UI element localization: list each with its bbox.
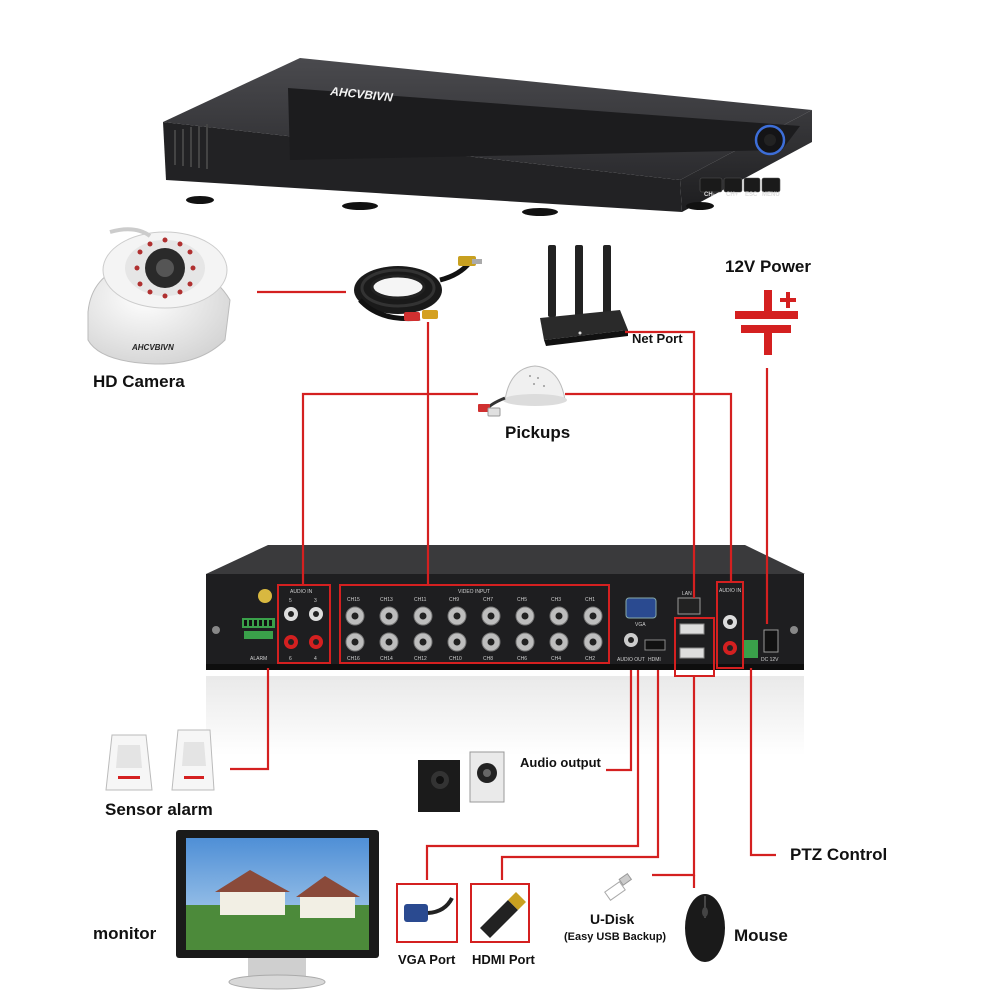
rear-ch13-label: CH13 — [380, 597, 393, 603]
pir-sensor-image — [105, 729, 215, 791]
power-symbol-icon — [735, 290, 798, 355]
mouse-icon — [685, 894, 725, 962]
rear-ch4-label: CH4 — [551, 656, 561, 662]
rear-dc-jack — [763, 629, 779, 653]
front-button-esc: ESC — [745, 192, 758, 198]
front-button-ch-minus: CH- — [704, 192, 715, 198]
bnc-connector-center — [487, 612, 495, 620]
pickup-microphone-image — [478, 365, 567, 417]
bnc-connector-center — [351, 638, 359, 646]
rear-audio-ch-6: 6 — [289, 656, 292, 662]
bnc-connector-center — [419, 612, 427, 620]
bnc-connector-center — [555, 638, 563, 646]
rear-hdmi-label: HDMI — [648, 657, 661, 663]
rear-audio-ch-3: 3 — [314, 598, 317, 604]
rear-vga-label: VGA — [635, 622, 646, 628]
bnc-connector-center — [419, 638, 427, 646]
hd-camera-image: AHCVBIVN — [87, 227, 231, 365]
rear-audio-in-left-label: AUDIO IN — [290, 589, 313, 595]
rear-ch11-label: CH11 — [414, 597, 427, 603]
net-port-label: Net Port — [632, 331, 683, 346]
power-label: 12V Power — [725, 257, 811, 276]
dvr-rear-panel: ALARM AUDIO IN 5 3 6 4 VIDEO INPUT CH15 … — [206, 545, 805, 756]
bnc-connector-center — [385, 612, 393, 620]
u-disk-label: U-Disk — [590, 911, 635, 927]
router-image — [540, 245, 628, 346]
rear-usb-port-2 — [679, 647, 705, 659]
u-disk-sublabel: (Easy USB Backup) — [564, 931, 667, 943]
bnc-cable-coil-image — [354, 256, 482, 322]
rear-alarm-label: ALARM — [250, 656, 267, 662]
bnc-connector-center — [589, 612, 597, 620]
bnc-connector-center — [521, 638, 529, 646]
usb-flash-drive-icon — [604, 872, 633, 901]
rear-audio-in-right-label: AUDIO IN — [719, 588, 742, 594]
rear-audio-ch-5: 5 — [289, 598, 292, 604]
rear-ch14-label: CH14 — [380, 656, 393, 662]
speakers-image — [418, 751, 505, 812]
rear-audio-ch-4: 4 — [314, 656, 317, 662]
bnc-connector-center — [487, 638, 495, 646]
mouse-label: Mouse — [734, 926, 788, 945]
rear-ch5-label: CH5 — [517, 597, 527, 603]
rear-ch1-label: CH1 — [585, 597, 595, 603]
front-button-menu: MENU — [762, 192, 780, 198]
pickups-label: Pickups — [505, 423, 571, 442]
front-button-ch-plus: CH+ — [726, 192, 739, 198]
rear-lan-connector — [677, 597, 701, 615]
bnc-connector-center — [521, 612, 529, 620]
bnc-connector-center — [555, 612, 563, 620]
rear-ch7-label: CH7 — [483, 597, 493, 603]
bnc-connector-center — [453, 638, 461, 646]
rear-ch15-label: CH15 — [347, 597, 360, 603]
rear-audio-out-label: AUDIO OUT — [617, 657, 645, 663]
monitor-image — [176, 830, 379, 990]
connection-wires — [230, 290, 776, 888]
sensor-alarm-label: Sensor alarm — [105, 800, 213, 819]
rear-lan-label: LAN — [682, 591, 692, 597]
dvr-front-unit: CH- CH+ ESC MENU AHCVBIVN — [163, 58, 812, 216]
hdmi-port-label: HDMI Port — [472, 952, 535, 967]
hd-camera-label: HD Camera — [93, 372, 185, 391]
rear-vga-connector — [625, 597, 657, 619]
rear-usb-port-1 — [679, 623, 705, 635]
rear-ptz-terminal — [744, 640, 758, 658]
rear-hdmi-connector — [644, 639, 666, 651]
rear-ch9-label: CH9 — [449, 597, 459, 603]
bnc-connector-center — [351, 612, 359, 620]
camera-brand-logo: AHCVBIVN — [131, 343, 174, 352]
rear-ch12-label: CH12 — [414, 656, 427, 662]
bnc-connector-center — [589, 638, 597, 646]
audio-output-label: Audio output — [520, 755, 601, 770]
vga-cable-icon — [404, 897, 454, 922]
rear-ch10-label: CH10 — [449, 656, 462, 662]
rear-ch3-label: CH3 — [551, 597, 561, 603]
ptz-control-label: PTZ Control — [790, 845, 888, 864]
rear-ch6-label: CH6 — [517, 656, 527, 662]
bnc-connector-center — [385, 638, 393, 646]
rear-ch8-label: CH8 — [483, 656, 493, 662]
front-brand-logo: AHCVBIVN — [329, 84, 394, 105]
rear-ch2-label: CH2 — [585, 656, 595, 662]
rear-video-input-label: VIDEO INPUT — [458, 589, 490, 595]
vga-port-label: VGA Port — [398, 952, 456, 967]
bnc-connector-center — [453, 612, 461, 620]
hdmi-cable-icon — [480, 892, 526, 938]
rear-ch16-label: CH16 — [347, 656, 360, 662]
monitor-label: monitor — [93, 924, 157, 943]
rear-dc12v-label: DC 12V — [761, 657, 779, 663]
